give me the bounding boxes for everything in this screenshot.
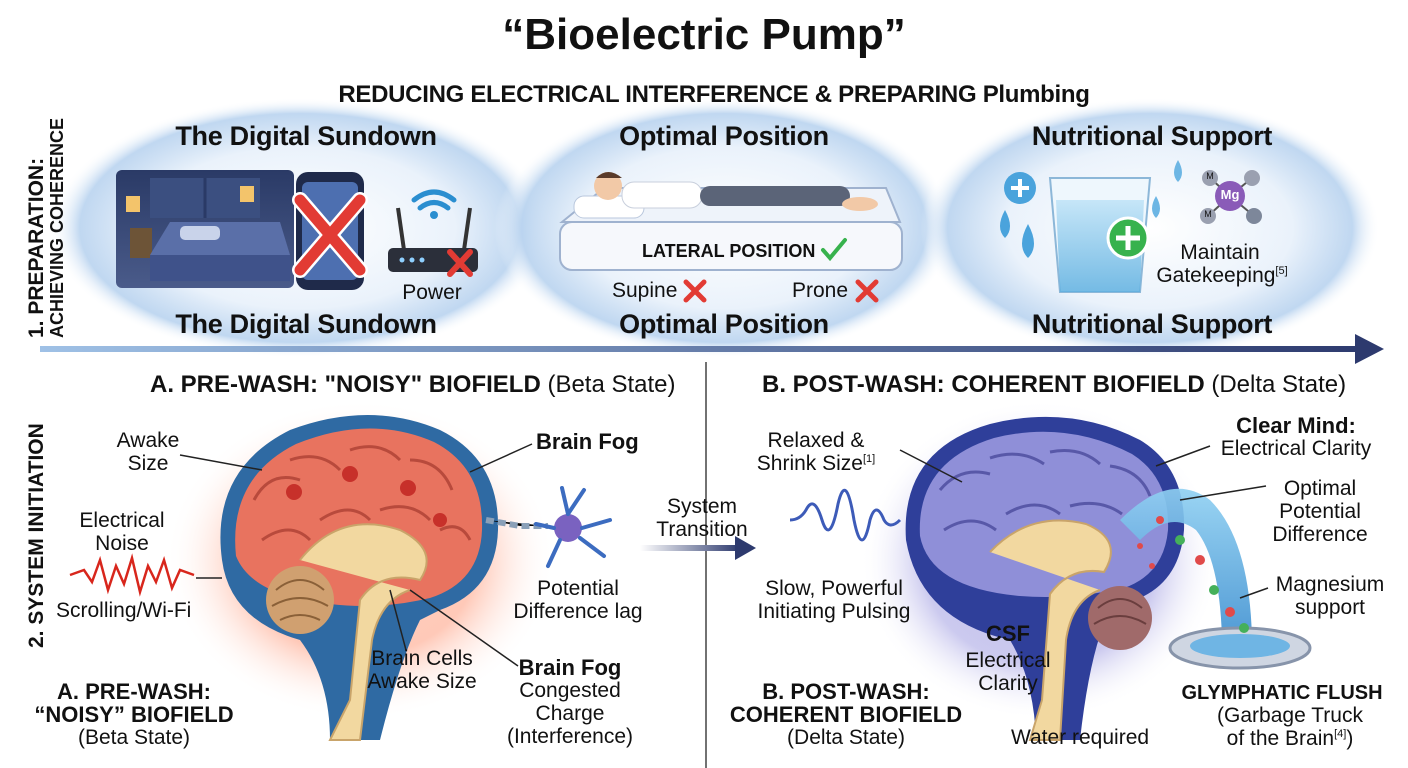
glymphatic-flush-illustration [1120, 488, 1312, 670]
prewash-bottom-line-2: “NOISY” BIOFIELD [34, 702, 234, 727]
maintain-line-2: Gatekeeping[5] [1156, 264, 1288, 287]
noise-wave-icon [69, 553, 195, 597]
subtitle: REDUCING ELECTRICAL INTERFERENCE & PREPA… [338, 81, 1090, 108]
drops-icon [1152, 160, 1182, 218]
brain-fog-top: Brain Fog [536, 429, 639, 454]
awake-size-line-2: Size [127, 452, 169, 475]
congested-line-3: (Interference) [506, 725, 634, 748]
postwash-leader-lines [899, 445, 1269, 599]
supine-label: Supine [612, 279, 678, 302]
mg-label: Mg [1220, 187, 1240, 202]
prewash-bottom-line-1: A. PRE-WASH: [57, 679, 211, 704]
plus-drop-icon [1000, 172, 1036, 258]
postwash-bottom-line-2: COHERENT BIOFIELD [729, 702, 963, 727]
prewash-title: A. PRE-WASH: "NOISY" BIOFIELD (Beta Stat… [150, 372, 676, 397]
neuron-icon [534, 486, 612, 568]
optimal-pd-line-2: Potential [1279, 500, 1361, 523]
brain-cells-line-1: Brain Cells [371, 647, 473, 670]
brain-cells-line-2: Awake Size [367, 670, 477, 693]
m-atom-label-2: M [1204, 209, 1212, 219]
transition-line-1: System [666, 495, 738, 518]
maintain-ref: [5] [1275, 265, 1288, 277]
slow-pulsing-line-2: Initiating Pulsing [757, 600, 911, 623]
power-label: Power [402, 281, 462, 304]
prewash-bottom-line-3: (Beta State) [77, 726, 191, 749]
nutritional-support-bottom-title: Nutritional Support [1031, 309, 1273, 339]
nutritional-support-title: Nutritional Support [1031, 121, 1273, 151]
postwash-title-rest: (Delta State) [1204, 371, 1347, 398]
prewash-title-bold: A. PRE-WASH: "NOISY" BIOFIELD [150, 371, 541, 398]
lateral-check-icon [821, 238, 847, 262]
prewash-title-rest: (Beta State) [540, 371, 676, 398]
potential-diff-line-2: Difference lag [513, 600, 643, 623]
prone-x-icon [855, 279, 879, 303]
transition-line-2: Transition [656, 518, 748, 541]
main-title: “Bioelectric Pump” [502, 10, 906, 59]
delta-wave-icon [789, 488, 902, 542]
electrical-clarity-line-2: Clarity [978, 672, 1038, 695]
optimal-position-title: Optimal Position [619, 121, 829, 151]
supine-x-icon [683, 279, 707, 303]
garbage-close-paren: ) [1346, 727, 1354, 750]
relaxed-line-1: Relaxed & [767, 429, 865, 452]
maintain-line-2-text: Gatekeeping [1156, 264, 1276, 287]
garbage-line-2-text: of the Brain [1226, 727, 1335, 750]
relaxed-line-2: Shrink Size[1] [756, 452, 876, 475]
congested-line-2: Charge [535, 702, 605, 725]
digital-sundown-title: The Digital Sundown [175, 121, 437, 151]
maintain-line-1: Maintain [1180, 241, 1260, 264]
relaxed-line-2-text: Shrink Size [756, 452, 863, 475]
electrical-noise-line-1: Electrical [79, 509, 165, 532]
side-label-preparation-line-1: 1. PREPARATION: [25, 157, 48, 338]
lateral-position-label: LATERAL POSITION [642, 241, 816, 261]
optimal-pd-line-1: Optimal [1283, 477, 1357, 500]
awake-size-line-1: Awake [116, 429, 180, 452]
potential-diff-line-1: Potential [537, 577, 619, 600]
m-atom-label-1: M [1206, 171, 1214, 181]
prewash-leader-lines [179, 443, 533, 667]
bedroom-illustration [116, 170, 294, 288]
slow-pulsing-line-1: Slow, Powerful [765, 577, 903, 600]
clear-mind-line-1: Clear Mind: [1236, 413, 1356, 438]
system-transition-arrow [640, 536, 756, 560]
optimal-position-bottom-title: Optimal Position [619, 309, 829, 339]
garbage-line-2: of the Brain[4]) [1226, 727, 1354, 750]
magnesium-line-2: support [1294, 596, 1366, 619]
glow-nutritional [920, 98, 1380, 358]
electrical-noise-line-2: Noise [95, 532, 149, 555]
scrolling-wifi-label: Scrolling/Wi-Fi [56, 599, 192, 622]
calm-brain-illustration [860, 400, 1220, 741]
garbage-ref: [4] [1334, 728, 1347, 740]
electrical-clarity-line-1: Electrical [965, 649, 1051, 672]
red-x-icon [292, 192, 368, 278]
postwash-bottom-line-3: (Delta State) [787, 726, 905, 749]
digital-sundown-bottom-title: The Digital Sundown [175, 309, 437, 339]
sleeping-person-illustration [594, 172, 878, 211]
postwash-bottom-line-1: B. POST-WASH: [762, 679, 930, 704]
green-plus-icon [1106, 216, 1150, 260]
congested-line-1: Congested [519, 679, 621, 702]
relaxed-ref: [1] [862, 453, 876, 465]
garbage-line-1: (Garbage Truck [1217, 704, 1363, 727]
postwash-title: B. POST-WASH: COHERENT BIOFIELD (Delta S… [762, 372, 1346, 397]
timeline-arrow [40, 334, 1384, 364]
magnesium-line-1: Magnesium [1275, 573, 1385, 596]
optimal-pd-line-3: Difference [1272, 523, 1368, 546]
prone-label: Prone [792, 279, 849, 302]
side-label-preparation-line-2: ACHIEVING COHERENCE [47, 117, 68, 338]
side-label-preparation: 1. PREPARATION: ACHIEVING COHERENCE [25, 117, 68, 338]
glymphatic-flush-label: GLYMPHATIC FLUSH [1181, 682, 1383, 704]
magnesium-molecule-icon [1200, 170, 1262, 224]
water-required-label: Water required [1010, 726, 1150, 749]
noisy-brain-illustration [165, 400, 555, 741]
wifi-router-icon [388, 189, 478, 277]
brain-fog-bottom: Brain Fog [518, 655, 622, 680]
postwash-title-bold: B. POST-WASH: COHERENT BIOFIELD [762, 371, 1205, 398]
csf-label: CSF [986, 621, 1030, 646]
side-label-initiation: 2. SYSTEM INITIATION [25, 423, 48, 648]
clear-mind-line-2: Electrical Clarity [1220, 437, 1372, 460]
